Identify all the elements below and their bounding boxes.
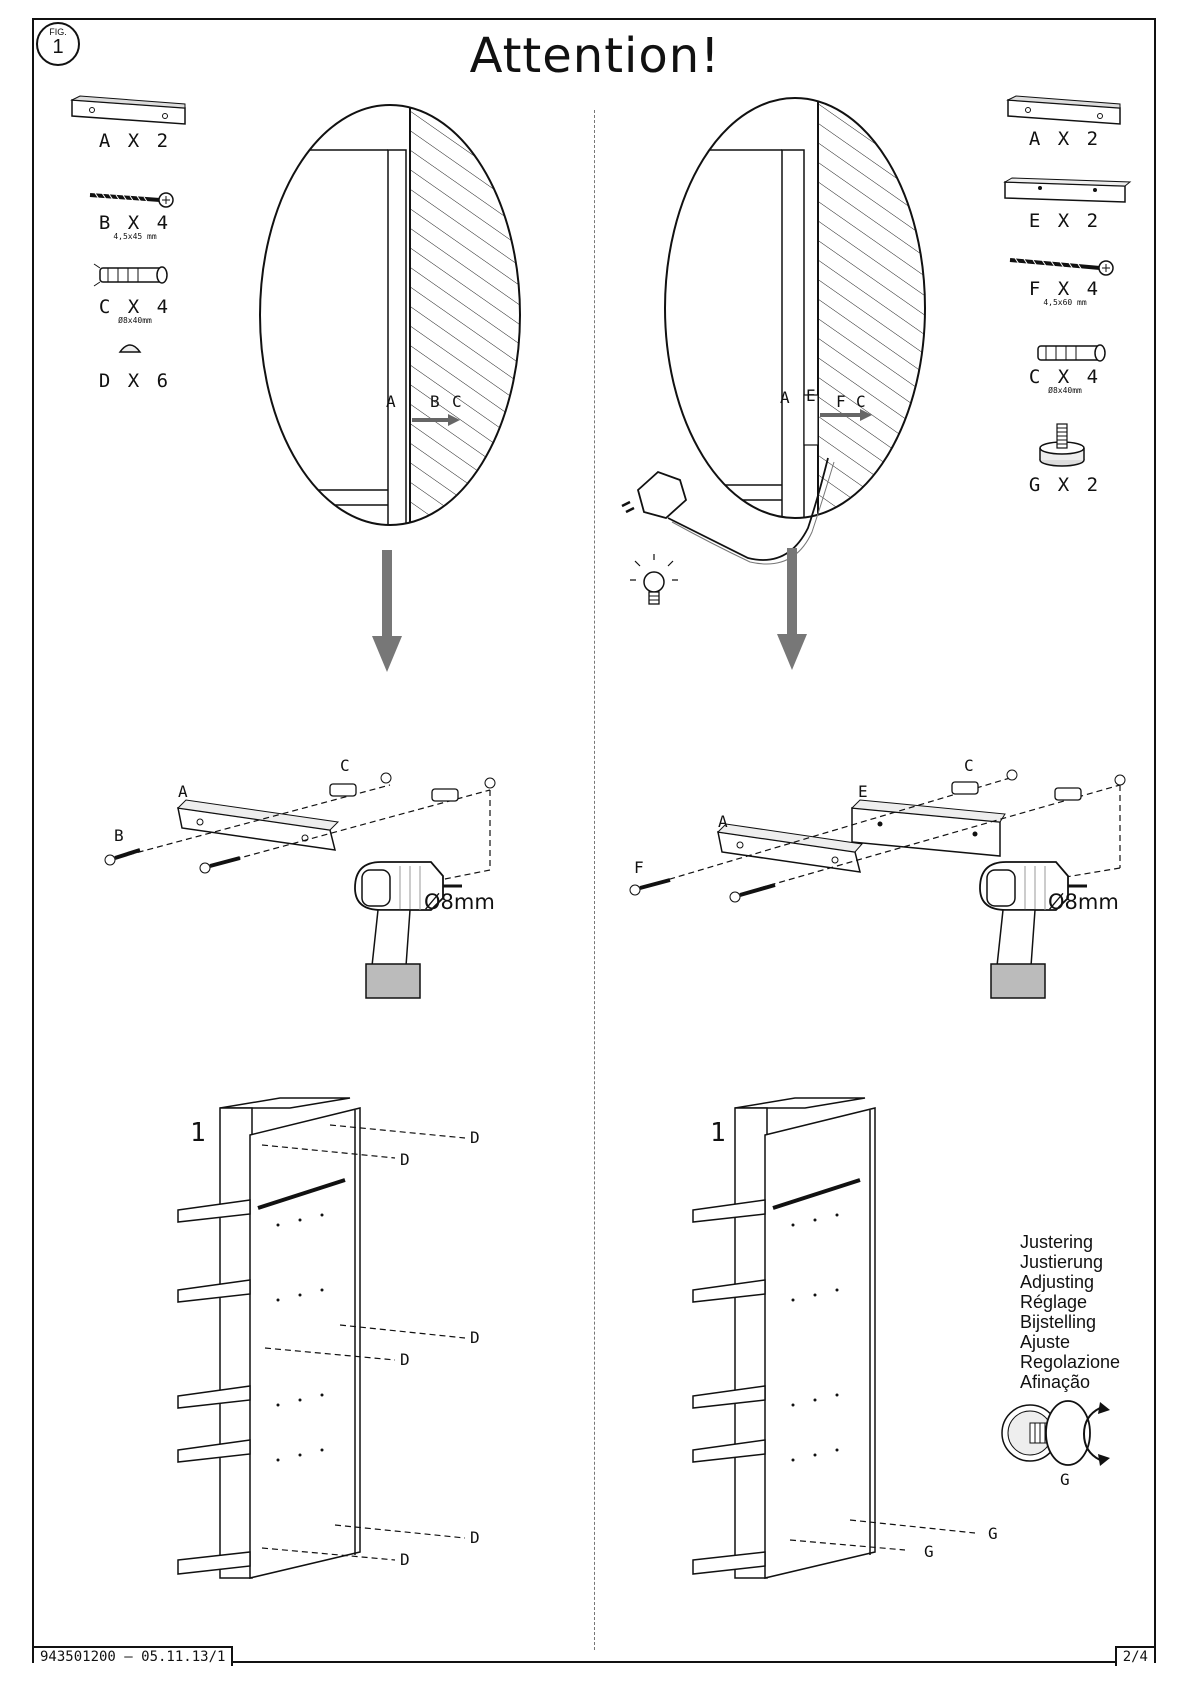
part-label-g: G X 2 — [1020, 474, 1110, 496]
callout-c-right-exploded: C — [964, 756, 974, 775]
part-count: G X 2 — [1020, 474, 1110, 496]
callout-b-left-detail: B — [430, 392, 440, 411]
callout-d-left-6: D — [400, 1550, 410, 1569]
adjusting-label: Justierung — [1020, 1252, 1120, 1272]
drill-size-left: Ø8mm — [424, 890, 495, 914]
part-label-e: E X 2 — [1020, 210, 1110, 232]
callout-a-right-detail: A — [780, 388, 790, 407]
drill-icon-left — [355, 862, 462, 998]
callout-g-right-1: G — [988, 1524, 998, 1543]
callout-one-right: 1 — [710, 1118, 726, 1148]
dowel-c-icon-right — [1038, 345, 1105, 361]
shelf-unit-right — [693, 1098, 875, 1578]
adjusting-label: Ajuste — [1020, 1332, 1120, 1352]
callout-d-left-1: D — [470, 1128, 480, 1147]
wall-detail-right — [665, 98, 958, 530]
part-label-f: F X 4 4,5x60 mm — [1020, 278, 1110, 307]
part-label-b: B X 4 4,5x45 mm — [90, 212, 180, 241]
part-count: C X 4 — [90, 296, 180, 318]
page-number: 2/4 — [1115, 1646, 1154, 1666]
callout-c-left-detail: C — [452, 392, 462, 411]
callout-e-right-detail: E — [806, 386, 816, 405]
screw-f-icon — [1010, 258, 1113, 275]
callout-f-right-exploded: F — [634, 858, 644, 877]
bracket-a-icon — [72, 96, 185, 124]
part-count: C X 4 — [1020, 366, 1110, 388]
down-arrow-left-icon — [372, 550, 402, 672]
mounting-exploded-left — [105, 773, 495, 880]
callout-c-left-exploded: C — [340, 756, 350, 775]
callout-g-right-2: G — [924, 1542, 934, 1561]
adjusting-labels: Justering Justierung Adjusting Réglage B… — [1020, 1232, 1120, 1392]
adjusting-label: Adjusting — [1020, 1272, 1120, 1292]
drill-size-right: Ø8mm — [1048, 890, 1119, 914]
part-label-d: D X 6 — [90, 370, 180, 392]
callout-a-left-detail: A — [386, 392, 396, 411]
callout-a-right-exploded: A — [718, 812, 728, 831]
callout-d-left-2: D — [400, 1150, 410, 1169]
callout-a-left-exploded: A — [178, 782, 188, 801]
part-count: A X 2 — [90, 130, 180, 152]
down-arrow-right-icon — [777, 548, 807, 670]
callout-e-right-exploded: E — [858, 782, 868, 801]
callout-c-right-detail: C — [856, 392, 866, 411]
callout-d-left-3: D — [470, 1328, 480, 1347]
part-label-c: C X 4 Ø8x40mm — [90, 296, 180, 325]
callout-f-right-detail: F — [836, 392, 846, 411]
callout-d-left-4: D — [400, 1350, 410, 1369]
dowel-c-icon — [94, 264, 167, 286]
adjusting-label: Regolazione — [1020, 1352, 1120, 1372]
adjusting-label: Réglage — [1020, 1292, 1120, 1312]
callout-b-left-exploded: B — [114, 826, 124, 845]
part-label-c-right: C X 4 Ø8x40mm — [1020, 366, 1110, 395]
part-label-a-right: A X 2 — [1020, 128, 1110, 150]
adjusting-label: Justering — [1020, 1232, 1120, 1252]
part-count: E X 2 — [1020, 210, 1110, 232]
part-count: F X 4 — [1020, 278, 1110, 300]
part-count: B X 4 — [90, 212, 180, 234]
cap-d-icon — [120, 345, 140, 352]
spacer-e-icon — [1005, 178, 1130, 202]
wall-detail-left — [260, 100, 550, 530]
callout-one-left: 1 — [190, 1118, 206, 1148]
screw-b-icon — [90, 193, 173, 207]
foot-g-icon — [1040, 424, 1084, 466]
drill-icon-right — [980, 862, 1087, 998]
bracket-a-icon-right — [1008, 96, 1120, 124]
callout-d-left-5: D — [470, 1528, 480, 1547]
callout-g-adjusting: G — [1060, 1470, 1070, 1489]
document-code: 943501200 – 05.11.13/1 — [34, 1646, 233, 1666]
part-label-a: A X 2 — [90, 130, 180, 152]
shelf-unit-left — [178, 1098, 360, 1578]
part-count: A X 2 — [1020, 128, 1110, 150]
adjusting-label: Afinação — [1020, 1372, 1120, 1392]
light-bulb-icon — [630, 554, 678, 604]
adjusting-foot-icon — [1002, 1401, 1110, 1466]
adjusting-label: Bijstelling — [1020, 1312, 1120, 1332]
part-count: D X 6 — [90, 370, 180, 392]
